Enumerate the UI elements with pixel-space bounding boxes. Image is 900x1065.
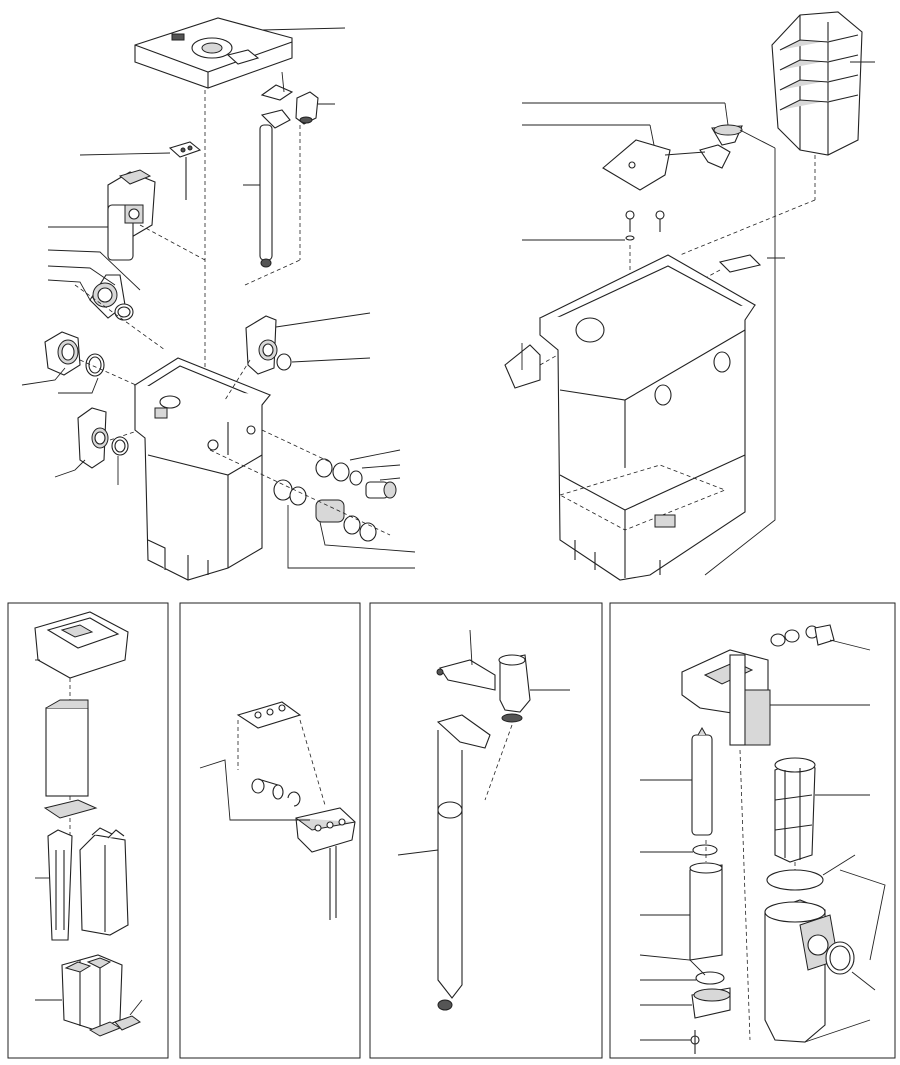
panel-frame-indicator [179, 602, 361, 1059]
foam-stack [679, 11, 875, 256]
indicator-cover [199, 701, 356, 920]
panel-frame-cartridges [7, 602, 169, 1059]
filter-body-bin [538, 254, 757, 581]
filter-cartridge-stack [34, 611, 143, 1037]
outlet-socket [54, 407, 186, 485]
main-filter-assembly [21, 17, 416, 581]
lid-filter-body [504, 11, 875, 581]
filter-bin [133, 357, 272, 581]
bayonet-ring-pair [47, 249, 166, 351]
panel-frame-uvc [609, 602, 896, 1059]
uvc-clarifier [639, 624, 886, 1054]
filter-lid [134, 17, 346, 89]
hose-connector-set [209, 429, 416, 569]
indicator-plug [79, 141, 202, 200]
uvc-housing [48, 169, 206, 261]
float-rod [397, 629, 570, 1011]
side-socket-bracket [224, 312, 371, 401]
panel-frame-float [369, 602, 603, 1059]
outlet-funnel [522, 102, 776, 191]
float-rod-assembly [243, 71, 335, 286]
inlet-socket [21, 331, 166, 399]
